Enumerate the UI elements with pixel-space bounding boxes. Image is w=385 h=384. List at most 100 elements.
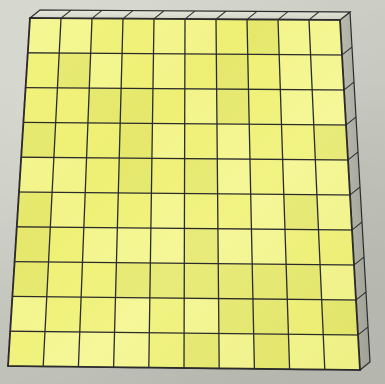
unit-cube-face xyxy=(216,54,248,89)
unit-cube-face xyxy=(280,90,313,125)
unit-cube-face xyxy=(309,20,342,55)
unit-cube-face xyxy=(249,124,282,159)
unit-cube-face xyxy=(153,19,185,54)
unit-cube-face xyxy=(88,88,121,123)
unit-cube-face xyxy=(317,195,352,230)
unit-cube-face xyxy=(286,264,322,299)
unit-cube-face xyxy=(117,193,151,228)
unit-cube-face xyxy=(253,299,289,334)
unit-cube-face xyxy=(322,300,358,335)
unit-cube-face xyxy=(250,159,284,194)
unit-cube-face xyxy=(47,262,83,297)
unit-cube-face xyxy=(151,193,185,228)
unit-cube-face xyxy=(80,297,116,332)
unit-cube-face xyxy=(287,299,323,334)
unit-cube-face xyxy=(81,262,116,297)
unit-cube-face xyxy=(218,229,252,264)
unit-cube-face xyxy=(54,123,88,158)
unit-cube-face xyxy=(247,19,279,54)
unit-cube-face xyxy=(26,53,60,88)
unit-cube-face xyxy=(82,227,117,262)
unit-cube-face xyxy=(152,89,184,124)
unit-cube-face xyxy=(217,124,250,159)
unit-cube-face xyxy=(50,192,85,227)
unit-cube-face xyxy=(56,88,90,123)
unit-cube-face xyxy=(52,157,86,192)
unit-cube-face xyxy=(185,89,217,124)
unit-cube-face xyxy=(184,228,218,263)
unit-cube-face xyxy=(283,159,317,194)
unit-cube-face xyxy=(216,19,248,54)
unit-cube-face xyxy=(19,157,54,192)
unit-cube-face xyxy=(122,19,154,54)
unit-cube-face xyxy=(285,229,320,264)
unit-cube-face xyxy=(248,89,281,124)
unit-cube-face xyxy=(184,298,219,333)
unit-cube-face xyxy=(115,263,150,298)
unit-cube-face xyxy=(311,55,344,90)
unit-cube-face xyxy=(151,158,184,193)
unit-cube-face xyxy=(84,193,118,228)
unit-cube-face xyxy=(8,331,45,366)
unit-cube-face xyxy=(87,123,121,158)
unit-cube-face xyxy=(281,124,315,159)
unit-cube-face xyxy=(21,122,55,157)
unit-cube-face xyxy=(85,158,119,193)
unit-cube-face xyxy=(278,20,311,55)
unit-cube-face xyxy=(184,333,219,368)
unit-cube-face xyxy=(45,297,81,332)
unit-cube-face xyxy=(254,334,290,369)
unit-cube-face xyxy=(251,194,285,229)
unit-cube-face xyxy=(252,264,287,299)
unit-cube-face xyxy=(119,123,152,158)
unit-cube-face xyxy=(91,18,123,53)
unit-cube-face xyxy=(15,227,51,262)
unit-cube-face xyxy=(89,53,122,88)
unit-cube-face xyxy=(251,229,286,264)
unit-cube-face xyxy=(28,18,61,53)
unit-cube-face xyxy=(118,158,152,193)
unit-cube-face xyxy=(185,19,216,54)
unit-cube-face xyxy=(315,160,350,195)
unit-cube-face xyxy=(120,88,153,123)
unit-cube-face xyxy=(184,194,218,229)
unit-cube-face xyxy=(314,125,348,160)
unit-cube-face xyxy=(288,334,324,369)
unit-cube-face xyxy=(116,228,150,263)
unit-cube-face xyxy=(57,53,90,88)
unit-cube-face xyxy=(149,298,184,333)
unit-cube-face xyxy=(284,194,319,229)
unit-cube-face xyxy=(10,296,47,331)
unit-cube-face xyxy=(150,228,184,263)
unit-cube-face xyxy=(279,55,312,90)
unit-cube-face xyxy=(153,54,185,89)
unit-cube-face xyxy=(184,263,218,298)
unit-cube-face xyxy=(17,192,52,227)
unit-cube-face xyxy=(218,264,253,299)
unit-cube-face xyxy=(219,333,255,368)
unit-cube-face xyxy=(149,333,184,368)
unit-cube-face xyxy=(248,54,281,89)
unit-cube-face xyxy=(219,299,254,334)
unit-cube-face xyxy=(217,159,250,194)
unit-cube-face xyxy=(218,194,252,229)
unit-cube-face xyxy=(43,332,80,367)
unit-cube-face xyxy=(23,88,57,123)
unit-cube-face xyxy=(318,230,354,265)
unit-cube-face xyxy=(152,123,185,158)
unit-cube-face xyxy=(59,18,92,53)
unit-cube-face xyxy=(320,265,356,300)
unit-cube-face xyxy=(323,335,360,370)
unit-cube-face xyxy=(114,332,150,367)
unit-cube-face xyxy=(78,332,114,367)
unit-cube-face xyxy=(121,53,153,88)
unit-cube-face xyxy=(185,159,218,194)
unit-cube-face xyxy=(185,124,218,159)
unit-cube-face xyxy=(185,54,217,89)
unit-cube-face xyxy=(217,89,250,124)
unit-cube-face xyxy=(49,227,84,262)
unit-cube-face xyxy=(12,262,48,297)
unit-cube-face xyxy=(150,263,184,298)
